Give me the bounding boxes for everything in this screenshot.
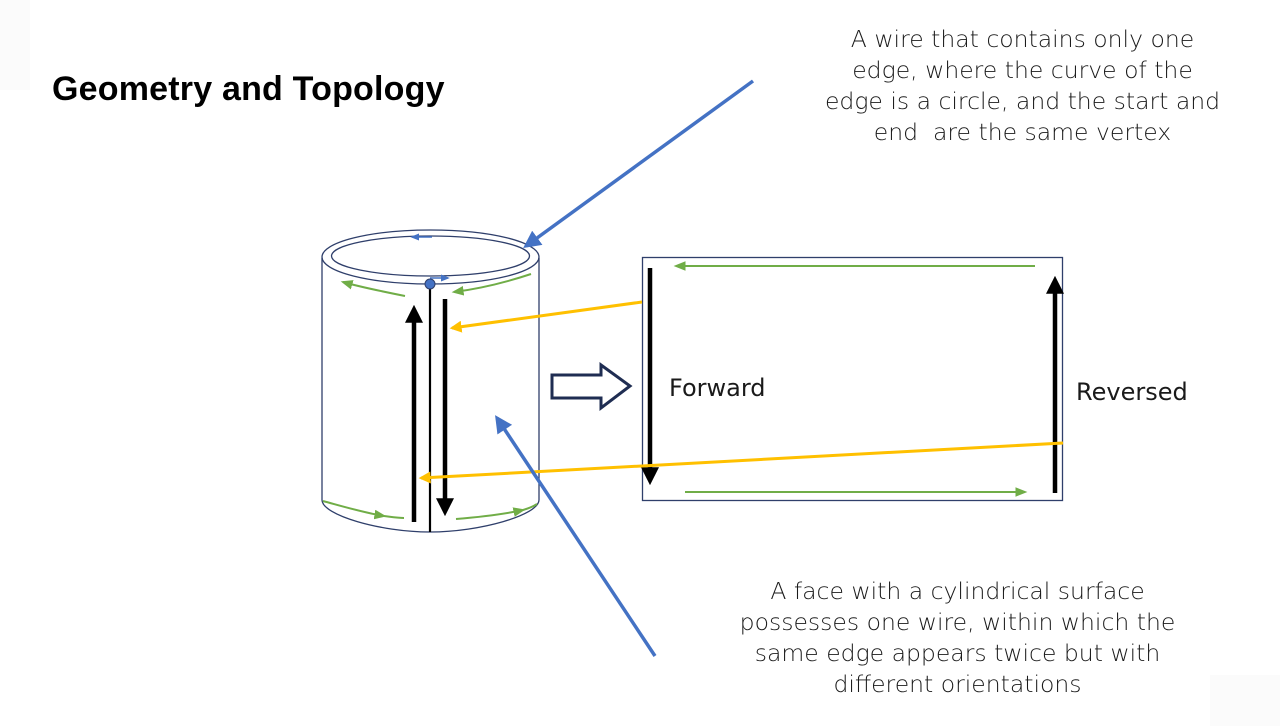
cylinder <box>321 229 540 533</box>
face-callout-text: A face with a cylindrical surface posses… <box>715 576 1200 700</box>
seam-green-top-left <box>340 280 406 297</box>
background-panel <box>1210 675 1280 726</box>
forward-label: Forward <box>669 374 766 402</box>
seam-green-bottom-right <box>455 507 526 520</box>
background-panel <box>0 0 30 90</box>
unrolled-face <box>641 256 1064 502</box>
seam-green-bottom-right-tail <box>522 503 538 511</box>
callout-line: same edge appears twice but with <box>754 639 1161 667</box>
callout-line: possesses one wire, within which the <box>739 608 1176 636</box>
callout-line: edge, where the curve of the <box>852 56 1193 84</box>
wire-pointer-line <box>523 79 755 249</box>
callout-line: different orientations <box>833 670 1082 698</box>
reversed-pointer-line <box>418 441 1064 484</box>
unrolled-face-border <box>641 256 1064 502</box>
seam-vertex-dot <box>424 278 436 290</box>
seam-green-bottom-left <box>322 500 387 520</box>
wire-callout-text: A wire that contains only one edge, wher… <box>800 24 1245 148</box>
face-pointer-line <box>495 415 657 657</box>
seam-green-top-right <box>451 273 532 296</box>
callout-line: A wire that contains only one <box>850 25 1195 53</box>
seam-green-bottom-left-tail <box>383 515 405 519</box>
callout-line: end are the same vertex <box>873 118 1172 146</box>
reversed-label: Reversed <box>1076 378 1188 406</box>
transform-arrow-icon <box>550 362 633 412</box>
cylinder-top-inner-ellipse <box>330 235 531 277</box>
callout-line: edge is a circle, and the start and <box>824 87 1221 115</box>
forward-pointer-line <box>449 300 643 333</box>
callout-line: A face with a cylindrical surface <box>770 577 1145 605</box>
slide-title: Geometry and Topology <box>52 70 445 108</box>
